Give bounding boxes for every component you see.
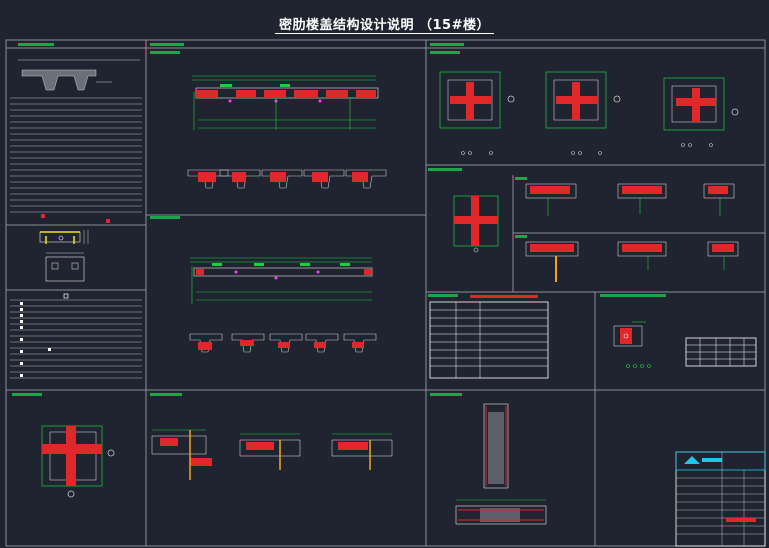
rib-sections-row-1 [187, 169, 387, 189]
rib-beam-elevation-1 [192, 75, 379, 130]
reinforcement-table [429, 295, 549, 379]
rib-sections-row-2 [189, 333, 377, 353]
section-headers [12, 43, 666, 396]
general-notes-panel [10, 59, 142, 223]
drawing-title: 密肋楼盖结构设计说明 （15#楼） [0, 14, 769, 34]
title-block [675, 451, 766, 547]
sheet-border [5, 39, 766, 547]
rib-section-panel [39, 230, 89, 282]
end-anchorage-details [151, 429, 393, 480]
edge-detail [613, 321, 757, 368]
beam-column-joint-details [453, 183, 739, 282]
column-elevation-detail [455, 403, 547, 525]
corner-plan-detail [41, 425, 115, 498]
panel-grid [6, 40, 765, 546]
legend-panel [10, 293, 142, 379]
column-joint-plans [439, 71, 739, 155]
rib-beam-elevation-2 [190, 257, 373, 304]
drawing-title-text: 密肋楼盖结构设计说明 （15#楼） [274, 18, 494, 34]
